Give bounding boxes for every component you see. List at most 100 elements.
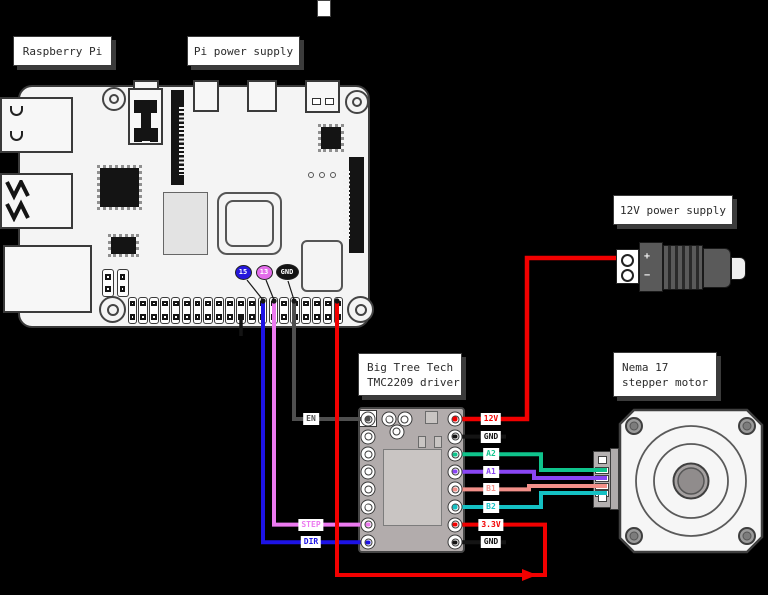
gpio-pin-unit <box>214 296 224 324</box>
mount-hole-bottom-left <box>99 296 126 323</box>
driver-component-small-2 <box>433 436 442 448</box>
test-pad-3 <box>330 172 336 178</box>
display-connector-pins-icon <box>179 107 186 175</box>
usb-c-power-port <box>305 80 340 113</box>
terminal-screw-plus <box>621 254 634 267</box>
driver-right-pin-6 <box>447 517 463 533</box>
wire-a1 <box>455 469 607 480</box>
driver-left-pin-6 <box>360 517 376 533</box>
12v-power-supply-label: 12V power supply <box>613 195 733 225</box>
audio-jack-inner <box>134 100 157 113</box>
wire-b1 <box>455 484 607 492</box>
driver-right-pin-2 <box>447 446 463 462</box>
gpio-pin-unit <box>170 296 181 324</box>
usb1-tongue-icon <box>10 106 23 116</box>
usb-c-contact-left <box>312 98 321 105</box>
pin-label-right-1: GND <box>480 430 502 443</box>
gpio-pin-unit <box>181 296 192 324</box>
pin-label-right-5: B2 <box>483 501 499 513</box>
gpio-pin-unit <box>203 296 213 324</box>
gpio-pin-unit <box>192 296 203 324</box>
leader-line-15 <box>246 279 264 301</box>
minus-sign: − <box>644 270 651 281</box>
raspberry-pi-label: Raspberry Pi <box>13 36 112 66</box>
poe-header-2 <box>116 269 129 297</box>
badge-pin13: 13 <box>255 264 273 280</box>
wire-step <box>272 301 368 527</box>
ram-chip <box>108 234 139 257</box>
hdmi-port-2 <box>247 80 277 112</box>
badge-gnd: GND <box>275 264 299 280</box>
pin-label-dir: DIR <box>300 536 322 549</box>
driver-chip <box>383 449 442 526</box>
shield-component <box>163 192 208 255</box>
driver-top-pin-2 <box>389 424 404 439</box>
board-outline-box <box>301 240 343 292</box>
usb1-tongue2-icon <box>10 131 23 141</box>
audio-jack-stem-inner <box>141 111 151 141</box>
dc-terminal-block <box>616 249 639 284</box>
nema17-label-line1: Nema 17 <box>622 360 669 374</box>
plus-sign: + <box>644 251 651 262</box>
mount-hole-top-right <box>345 90 369 114</box>
motor-connector-key-top <box>598 456 607 464</box>
driver-right-pin-7 <box>447 534 463 550</box>
dc-jack-body: + − <box>639 242 663 292</box>
driver-left-pin-5 <box>360 499 376 515</box>
nema17-motor <box>618 408 764 554</box>
nema17-label-line2: stepper motor <box>622 375 709 389</box>
usb-port-2 <box>0 173 73 229</box>
poe-header-1 <box>102 269 114 297</box>
driver-left-pin-4 <box>360 481 376 497</box>
test-pad-2 <box>319 172 325 178</box>
usb2-contacts-icon <box>5 180 30 222</box>
driver-left-pin-7 <box>360 534 376 550</box>
usb-controller-chip <box>318 124 344 152</box>
gpio-pin-unit <box>301 296 311 324</box>
wire-a2 <box>455 452 607 472</box>
gpio-pin-unit <box>160 296 170 324</box>
pin-label-right-0: 12V <box>480 413 502 425</box>
pin-label-right-4: B1 <box>483 483 499 496</box>
gpio-dot-15 <box>260 298 266 304</box>
gpio-pin-unit <box>138 296 148 324</box>
driver-left-pin-3 <box>360 464 376 480</box>
usb-c-plug <box>317 0 331 17</box>
wireless-module <box>217 192 282 255</box>
camera-connector-pins-icon <box>343 171 350 239</box>
test-pad-1 <box>308 172 314 178</box>
pi-power-supply-label: Pi power supply <box>187 36 300 66</box>
wire-3v3 <box>335 301 547 577</box>
driver-left-pin-0 <box>360 411 376 427</box>
driver-top-pin-0 <box>381 411 397 427</box>
motor-screws <box>625 417 756 545</box>
12v-power-supply-label-text: 12V power supply <box>620 203 726 217</box>
motor-face-outer-circle <box>635 425 747 537</box>
ethernet-port <box>3 245 92 313</box>
pi-power-supply-label-text: Pi power supply <box>193 44 294 58</box>
leader-line-gnd <box>287 280 295 301</box>
dc-jack-collar <box>703 248 731 288</box>
driver-right-pin-0 <box>447 411 463 427</box>
dc-jack-grip <box>663 245 703 290</box>
usb-port-1 <box>0 97 73 153</box>
soc-chip <box>97 165 142 210</box>
pin-label-step: STEP <box>298 518 324 531</box>
gpio-dot-3v3 <box>334 298 340 304</box>
gpio-pin-unit <box>322 296 333 324</box>
gpio-pin-unit <box>149 296 159 324</box>
raspberry-pi-label-text: Raspberry Pi <box>22 44 103 58</box>
gpio-pin-unit <box>225 296 235 324</box>
driver-label: Big Tree Tech TMC2209 driver <box>358 353 462 396</box>
badge-pin15: 15 <box>234 264 252 280</box>
pin-label-en: EN <box>303 413 319 425</box>
driver-top-pin-1 <box>397 411 412 427</box>
mount-hole-top-left <box>102 87 126 111</box>
camera-connector <box>349 157 364 253</box>
audio-jack-foot-left <box>134 128 142 142</box>
pin-label-right-3: A1 <box>483 465 499 478</box>
mount-hole-bottom-right <box>347 296 374 323</box>
driver-left-pin-1 <box>360 429 376 445</box>
